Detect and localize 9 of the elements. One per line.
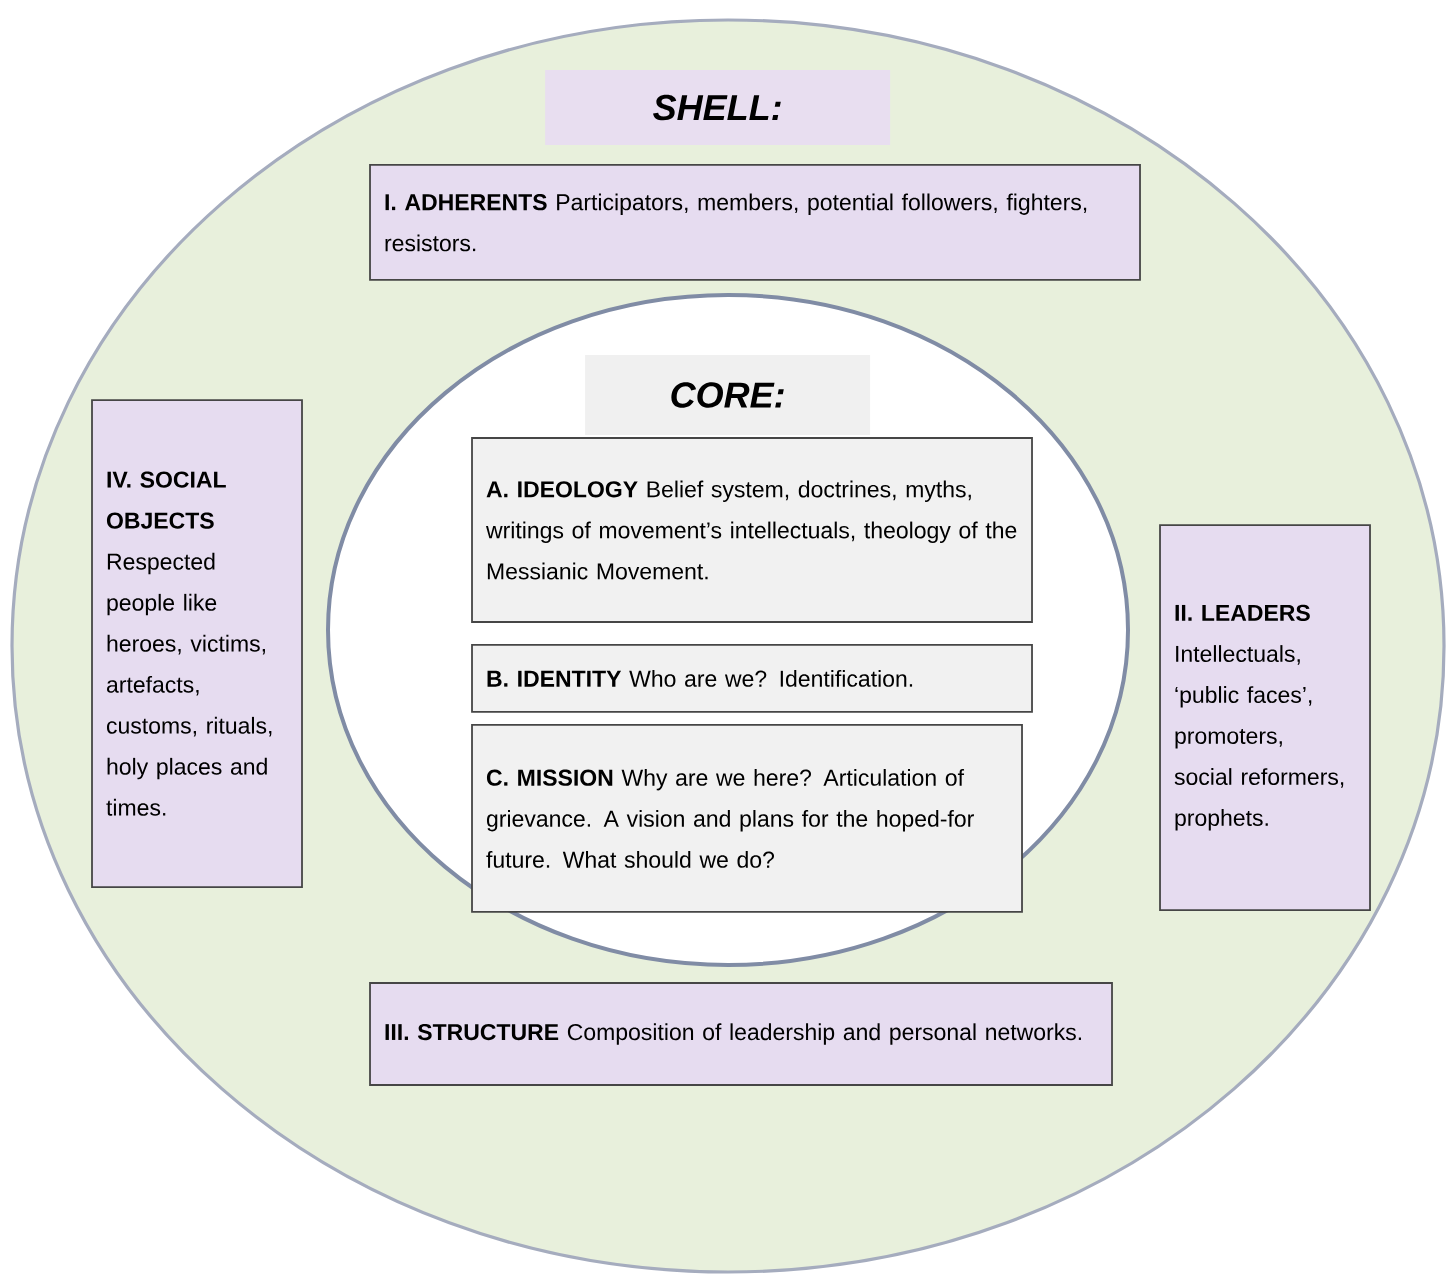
title-box: SHELL: [545, 70, 891, 146]
text-box: IV. SOCIAL OBJECTS Respected people like heroes, victims, artefacts, customs, rituals, holy places and times. [91, 399, 303, 888]
text-box: II. LEADERS Intellectuals, ‘public faces’, promoters, social reformers, prophets. [1159, 524, 1371, 911]
text-box: C. MISSION Why are we here? Articulation of grievance. A vision and plans for the hoped-for future. What should we do? [471, 724, 1023, 913]
text-box: I. ADHERENTS Participators, members, potential followers, fighters, resistors. [369, 164, 1141, 281]
title-box: CORE: [585, 355, 871, 435]
text-box: A. IDEOLOGY Belief system, doctrines, myths, writings of movement’s intellectuals, theology of the Messianic Movement. [471, 437, 1033, 623]
text-box: III. STRUCTURE Composition of leadership and personal networks. [369, 982, 1113, 1086]
text-box: B. IDENTITY Who are we? Identification. [471, 644, 1033, 713]
